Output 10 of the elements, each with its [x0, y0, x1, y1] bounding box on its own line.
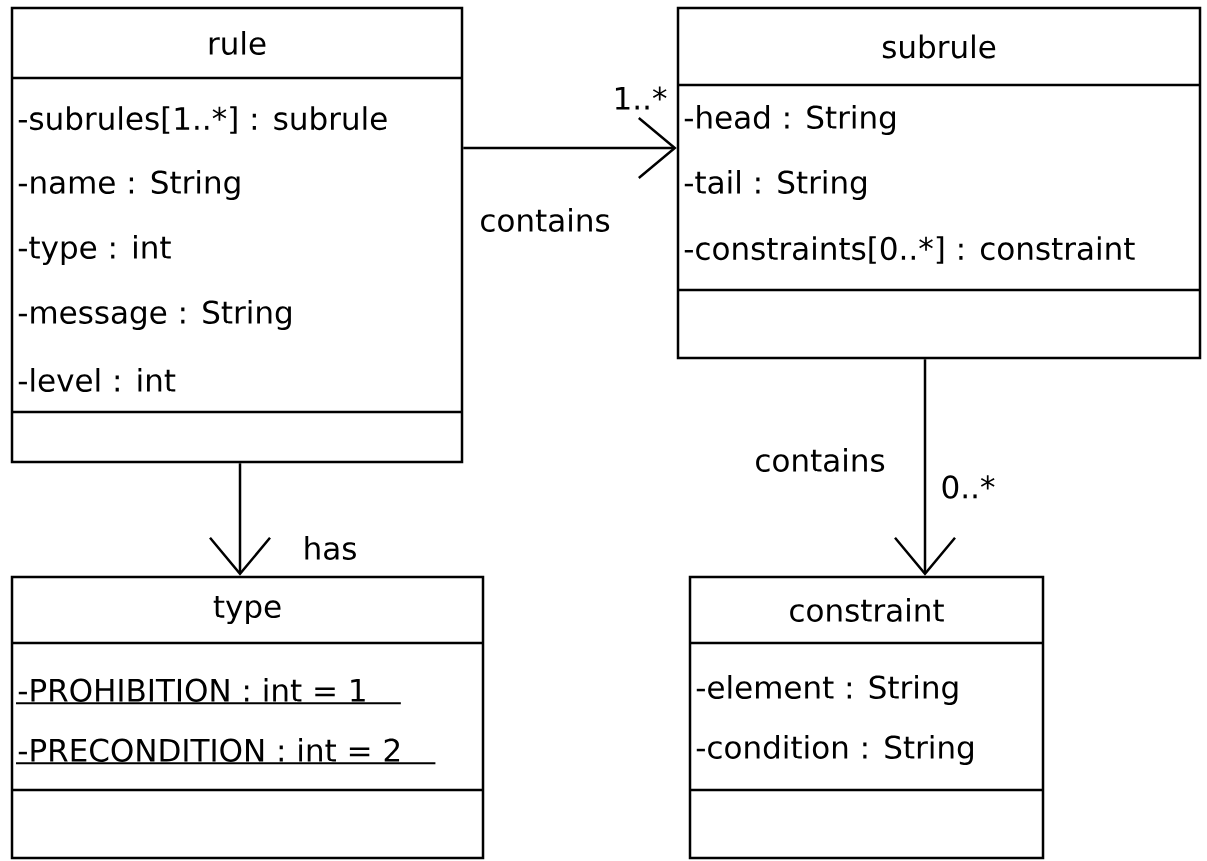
- edge-label: contains: [477, 206, 613, 234]
- association-arrow: [894, 359, 956, 576]
- multiplicity-label: 0..*: [942, 475, 995, 499]
- class-box: constraint -element : String -condition : String: [688, 575, 1045, 860]
- edge-label: contains: [752, 446, 888, 474]
- edge-label: has: [300, 534, 360, 562]
- association-arrow: [463, 117, 677, 179]
- class-box: type -PROHIBITION : int = 1 -PRECONDITION : int = 2: [10, 575, 485, 860]
- class-box: rule -subrules[1..*] : subrule -name : String -type : int -message : String -level : int: [10, 6, 464, 464]
- class-box: subrule -head : String -tail : String -constraints[0..*] : constraint: [676, 6, 1202, 360]
